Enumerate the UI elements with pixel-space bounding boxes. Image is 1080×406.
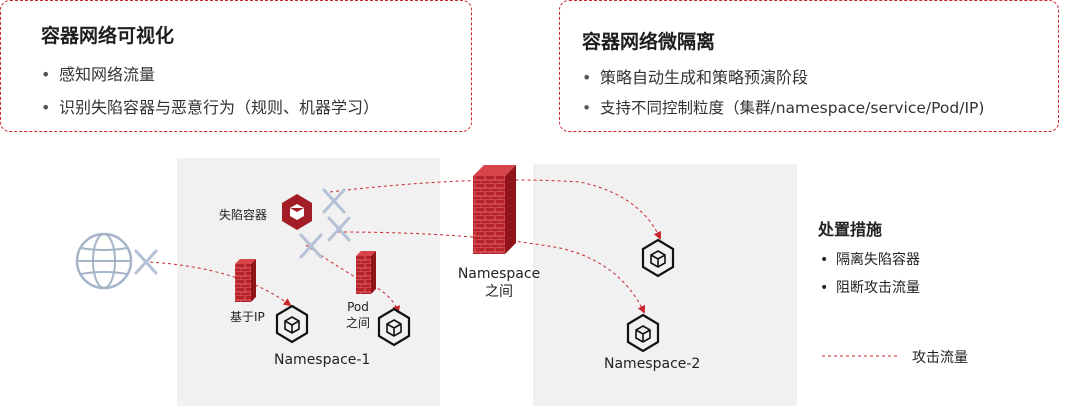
compromised-container-label: 失陷容器 (219, 208, 268, 222)
namespace-2-label: Namespace-2 (604, 356, 701, 372)
bullet-dot: • (41, 65, 51, 84)
firewall-namespace-icon (473, 165, 516, 254)
attack-flow-pod (305, 244, 401, 314)
micro-isolation-bullet-2: • 支持不同控制粒度（集群/namespace/service/Pod/IP) (582, 96, 984, 118)
bullet-dot: • (41, 98, 51, 117)
pod-between-label-line-2: 之间 (345, 316, 370, 330)
pod-between-label: Pod 之间 (338, 299, 378, 331)
blocked-cross-icon (327, 216, 351, 242)
bullet-dot: • (582, 68, 592, 87)
legend-attack-label: 攻击流量 (912, 350, 968, 366)
attack-flow-ip (149, 261, 292, 307)
measure-item-isolate: • 隔离失陷容器 (820, 249, 920, 269)
visibility-bullet-1-text: 感知网络流量 (59, 65, 156, 84)
measures-title: 处置措施 (818, 220, 883, 239)
micro-isolation-bullet-1-text: 策略自动生成和策略预演阶段 (600, 68, 809, 87)
attack-flow-namespace-upper (329, 179, 662, 240)
compromised-container-icon (282, 194, 312, 230)
micro-isolation-bullet-1: • 策略自动生成和策略预演阶段 (582, 64, 808, 88)
blocked-cross-icon (299, 233, 323, 259)
pod-between-label-line-1: Pod (347, 300, 369, 314)
namespace-1-label: Namespace-1 (274, 352, 371, 368)
firewall-ip-icon (235, 259, 256, 302)
container-ns2-lower-icon (626, 313, 660, 353)
namespace-between-label-line-2: 之间 (485, 284, 513, 300)
firewall-pod-icon (356, 251, 376, 294)
namespace-between-label-line-1: Namespace (457, 266, 541, 282)
container-ns2-upper-icon (641, 238, 675, 278)
measure-item-block-text: 阻断攻击流量 (836, 280, 920, 296)
micro-isolation-card: 容器网络微隔离 • 策略自动生成和策略预演阶段 • 支持不同控制粒度（集群/name… (559, 0, 1059, 132)
namespace-1-panel (177, 158, 440, 406)
namespace-between-label: Namespace 之间 (449, 265, 549, 301)
measure-item-isolate-text: 隔离失陷容器 (836, 252, 920, 268)
bullet-dot: • (582, 99, 592, 117)
namespace-2-panel (533, 164, 797, 406)
blocked-cross-icon (322, 188, 346, 214)
visibility-bullet-2: • 识别失陷容器与恶意行为（规则、机器学习） (41, 94, 379, 118)
visibility-card: 容器网络可视化 • 感知网络流量 • 识别失陷容器与恶意行为（规则、机器学习） (0, 0, 472, 132)
internet-globe-icon (75, 232, 133, 290)
container-pod-target-icon (377, 307, 411, 347)
visibility-bullet-2-text: 识别失陷容器与恶意行为（规则、机器学习） (59, 98, 380, 117)
bullet-dot: • (820, 280, 829, 296)
container-ip-target-icon (275, 304, 309, 344)
bullet-dot: • (820, 252, 829, 268)
micro-isolation-bullet-2-text: 支持不同控制粒度（集群/namespace/service/Pod/IP) (600, 99, 985, 117)
measure-item-block: • 阻断攻击流量 (820, 277, 920, 297)
micro-isolation-card-title: 容器网络微隔离 (582, 31, 716, 53)
visibility-card-title: 容器网络可视化 (41, 25, 175, 47)
ip-based-label: 基于IP (230, 310, 265, 324)
attack-flow-namespace-lower (337, 231, 646, 314)
visibility-bullet-1: • 感知网络流量 (41, 61, 155, 85)
